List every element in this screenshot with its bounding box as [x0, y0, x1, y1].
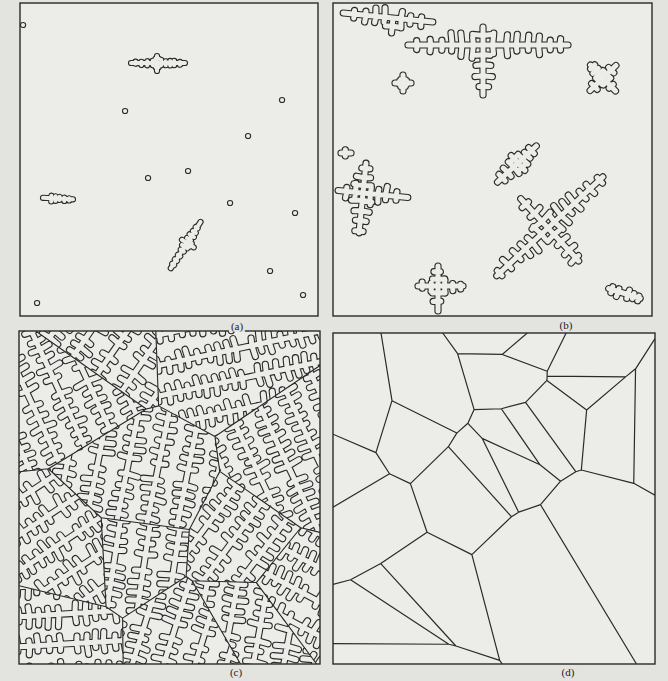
panel-frame — [333, 3, 652, 316]
panel-label: (d) — [560, 666, 577, 678]
dendrite-arm-body — [19, 331, 320, 593]
dendrite-body — [338, 8, 640, 311]
panel-ground — [333, 3, 652, 316]
dendrite-outline — [338, 8, 640, 311]
panel-ground — [333, 333, 655, 664]
early-dendrites — [23, 25, 303, 303]
nucleus-body — [23, 25, 303, 303]
panel-frame — [19, 331, 320, 664]
impinging-dendrites — [19, 331, 320, 664]
growing-dendrites — [338, 8, 640, 311]
panel-frame — [20, 3, 318, 316]
dendrite-arm-body — [19, 372, 319, 664]
grain-boundary — [333, 333, 655, 664]
nucleus-outline — [23, 25, 303, 303]
panel-label: (a) — [229, 320, 245, 332]
panel-frame — [333, 333, 655, 664]
panel-label: (b) — [558, 319, 575, 331]
panel-ground — [20, 3, 318, 316]
grain-boundary — [19, 331, 320, 664]
panel-label: (c) — [228, 666, 244, 678]
dendrite-arm-outline — [19, 372, 319, 664]
dendrite-arm-outline — [19, 331, 320, 593]
